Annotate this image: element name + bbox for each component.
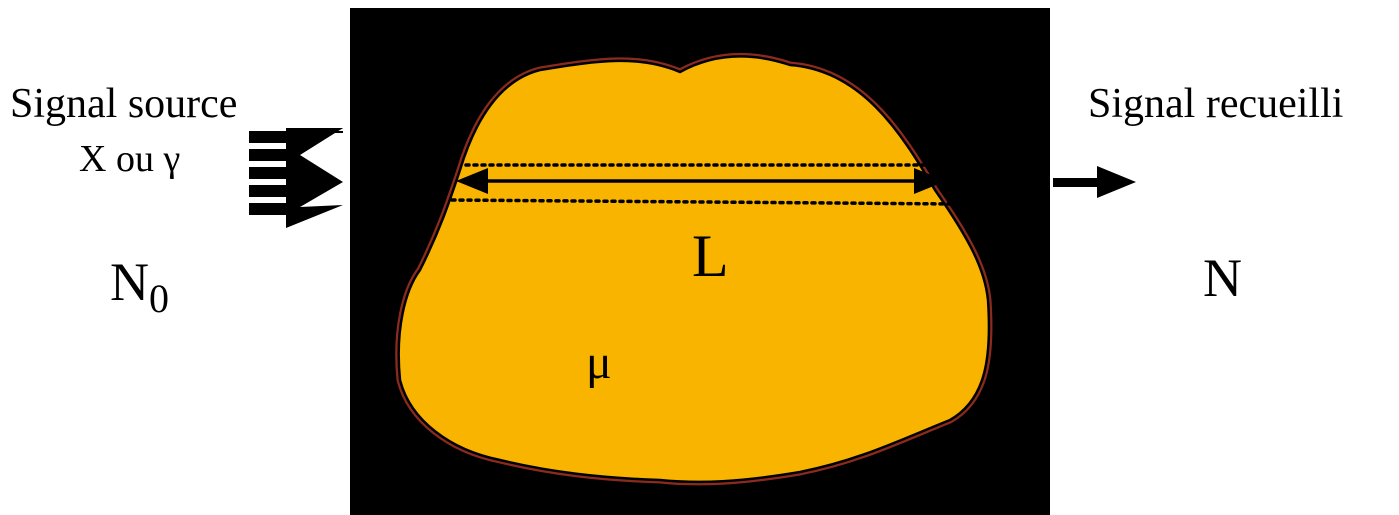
transmitted-intensity: N [1203,248,1242,308]
length-double-arrow [456,168,946,194]
incident-intensity-symbol: N [110,252,149,312]
source-title: Signal source [10,81,237,127]
length-label: L [692,223,729,289]
source-type-label: X ou γ [79,138,180,180]
attenuation-coefficient-label: μ [586,336,612,389]
incident-beam-arrows-icon [249,128,343,228]
object-body [397,55,991,484]
beam-bottom-dotted-line [450,198,960,206]
collected-title: Signal recueilli [1088,81,1343,127]
incident-intensity-subscript: 0 [149,276,169,321]
incident-intensity: N0 [110,252,169,321]
transmitted-arrow-icon [1053,166,1136,198]
